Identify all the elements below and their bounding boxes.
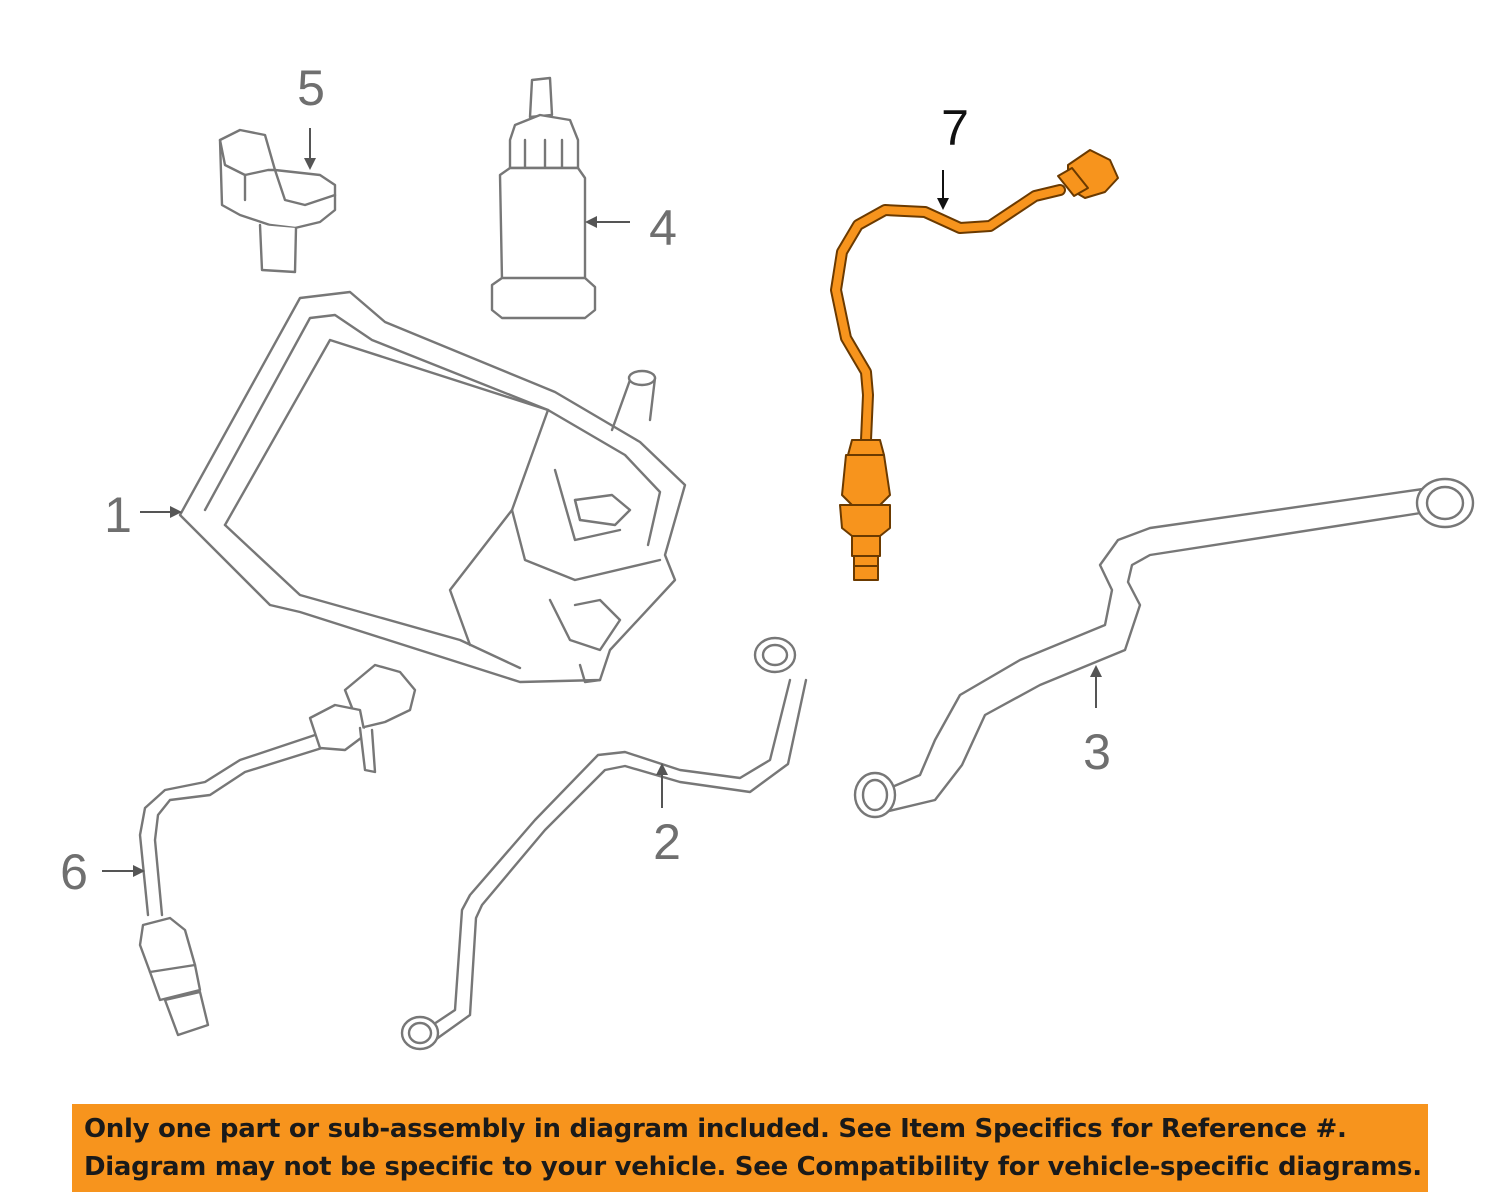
part-5-sensor	[218, 128, 337, 274]
disclaimer-line-1: Only one part or sub-assembly in diagram…	[84, 1114, 1347, 1144]
part-6-sensor	[138, 663, 417, 1037]
parts-diagram: 1 2 3 4 5 6 7	[60, 60, 1475, 1051]
part-1-canister	[178, 290, 687, 684]
disclaimer-banner: Only one part or sub-assembly in diagram…	[72, 1104, 1428, 1192]
callout-3: 3	[1083, 724, 1111, 780]
parts-diagram-drawing	[102, 76, 1475, 1051]
part-4-valve	[490, 76, 597, 320]
disclaimer-line-2: Diagram may not be specific to your vehi…	[84, 1152, 1422, 1182]
part-3-hose	[853, 477, 1475, 819]
callout-1: 1	[104, 487, 132, 543]
callout-5: 5	[297, 60, 325, 116]
callout-6: 6	[60, 844, 88, 900]
part-7-oxygen-sensor	[830, 149, 1119, 581]
callout-7: 7	[941, 100, 969, 156]
callout-arrows	[102, 128, 1102, 877]
part-2-tube	[400, 636, 808, 1051]
callout-4: 4	[649, 200, 677, 256]
callout-2: 2	[653, 814, 681, 870]
